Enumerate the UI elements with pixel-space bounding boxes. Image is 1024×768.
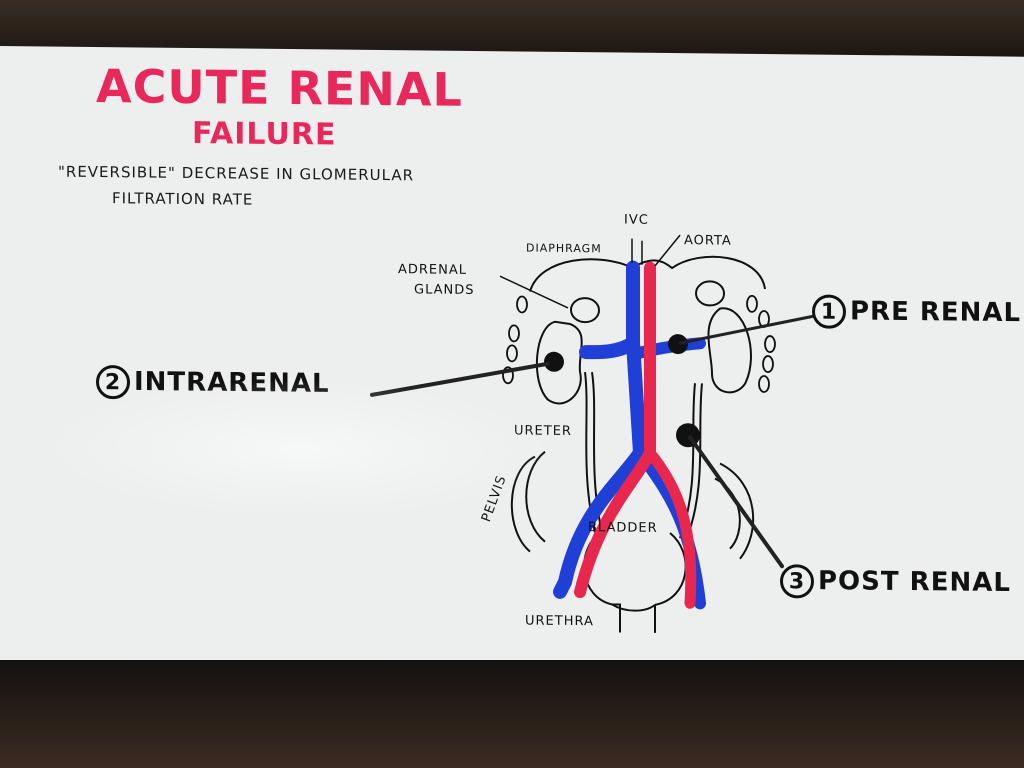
iliac-artery-right	[644, 447, 697, 609]
kidney-left	[535, 320, 583, 405]
intrarenal-pointer-line	[370, 361, 550, 397]
label-ureter: URETER	[514, 423, 572, 439]
adrenal-gland-right	[695, 280, 725, 307]
renal-anatomy-diagram	[370, 234, 814, 633]
prerenal-marker-dot	[668, 334, 688, 355]
intrarenal-marker-dot	[544, 351, 564, 372]
category-intrarenal-number: 2	[96, 365, 130, 400]
category-prerenal-label: PRE RENAL	[850, 296, 1022, 329]
label-diaphragm: DIAPHRAGM	[526, 241, 602, 256]
rib-marks-right	[746, 294, 776, 393]
inferior-vena-cava	[553, 260, 647, 599]
label-aorta: AORTA	[684, 233, 732, 249]
label-bladder: BLADDER	[588, 520, 658, 536]
label-adrenal-2: GLANDS	[414, 282, 475, 298]
category-intrarenal-label: INTRARENAL	[134, 366, 330, 399]
device-bezel-bottom	[0, 660, 1024, 768]
label-urethra: URETHRA	[525, 613, 594, 630]
pelvis-right	[719, 462, 755, 560]
postrenal-pointer-line	[688, 435, 784, 569]
category-postrenal-number: 3	[780, 564, 814, 599]
kidney-right	[707, 307, 752, 394]
category-postrenal-label: POST RENAL	[818, 566, 1011, 599]
category-prerenal-number: 1	[812, 294, 846, 329]
label-adrenal-1: ADRENAL	[398, 262, 468, 278]
label-ivc: IVC	[624, 212, 649, 228]
whiteboard-screen: ACUTE RENAL FAILURE "REVERSIBLE" DECREAS…	[0, 46, 1024, 675]
prerenal-pointer-line	[678, 315, 814, 345]
adrenal-gland-left	[570, 297, 600, 324]
diaphragm-outline	[529, 255, 766, 292]
